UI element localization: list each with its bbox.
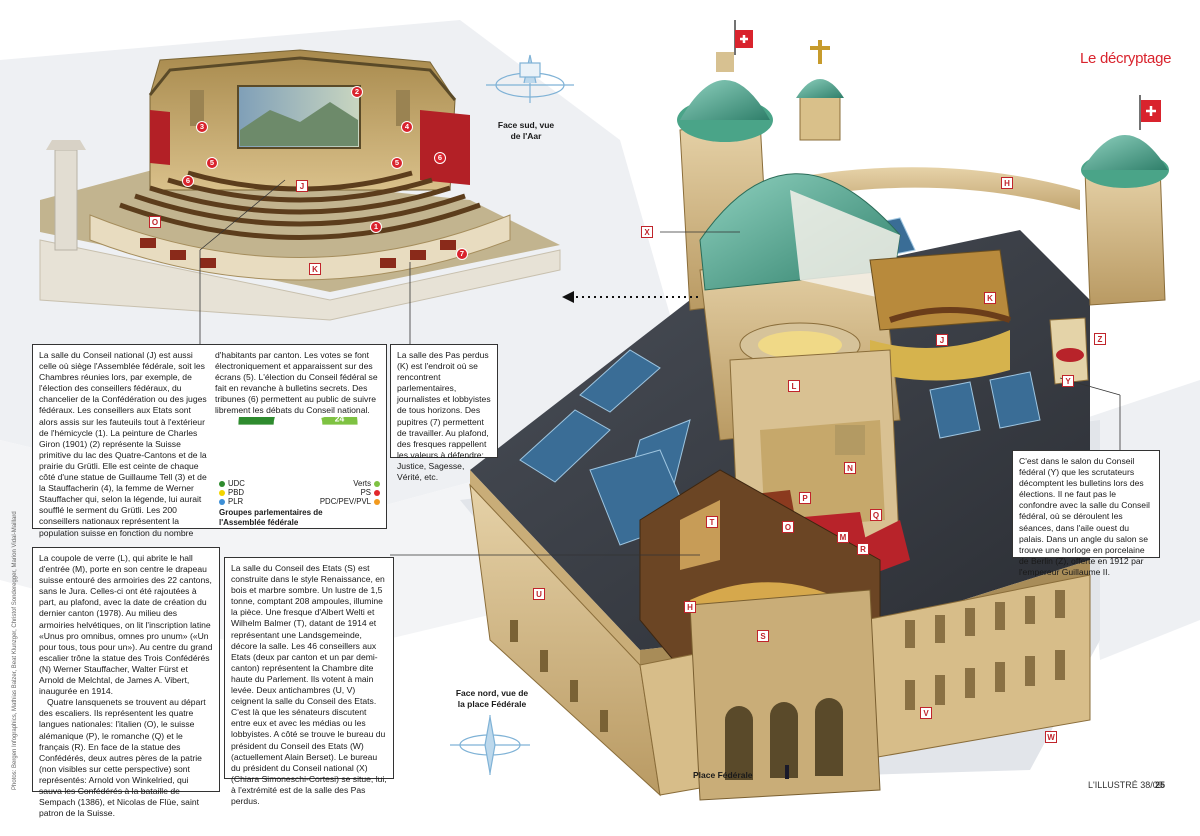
marker-hall-1: 1: [370, 221, 382, 233]
marker-T: T: [706, 516, 718, 528]
box-conseil-national-col1: La salle du Conseil national (J) est aus…: [39, 350, 207, 538]
seat-chart: 6547525124: [237, 417, 359, 426]
seat-value-verts: 24: [335, 417, 345, 424]
legend-ps: PS: [361, 488, 380, 498]
view-label-south: Face sud, vue de l'Aar: [497, 120, 555, 141]
box-conseil-etats-text: La salle du Conseil des Etats (S) est co…: [231, 563, 387, 806]
marker-S: S: [757, 630, 769, 642]
marker-L: L: [788, 380, 800, 392]
marker-Q: Q: [870, 509, 882, 521]
marker-hall-J: J: [296, 180, 308, 192]
seat-slice-udc: [237, 417, 276, 426]
seat-slice-verts: [320, 417, 359, 426]
marker-M: M: [837, 531, 849, 543]
legend-ps-label: PS: [360, 488, 371, 497]
footer-magazine: L'ILLUSTRÉ 38/09: [1088, 780, 1163, 790]
legend-pdc-label: PDC/PEV/PVL: [319, 497, 371, 506]
marker-V: V: [920, 707, 932, 719]
marker-Z: Z: [1094, 333, 1106, 345]
legend-udc: UDC: [219, 479, 245, 489]
box-pas-perdus-text: La salle des Pas perdus (K) est l'endroi…: [397, 350, 491, 483]
legend-plr-swatch: [219, 499, 225, 505]
marker-W: W: [1045, 731, 1057, 743]
box-pas-perdus: La salle des Pas perdus (K) est l'endroi…: [390, 344, 498, 482]
place-label: Place Fédérale: [693, 770, 753, 780]
box-conseil-etats: La salle du Conseil des Etats (S) est co…: [224, 557, 394, 806]
view-label-north: Face nord, vue de la place Fédérale: [455, 688, 529, 709]
marker-hall-5a: 5: [206, 157, 218, 169]
legend-verts-label: Verts: [353, 479, 371, 488]
box-salon: C'est dans le salon du Conseil fédéral (…: [1012, 450, 1160, 577]
marker-X: X: [641, 226, 653, 238]
page-title: Le décryptage: [1080, 50, 1172, 67]
legend-pdc-swatch: [374, 499, 380, 505]
legend-udc-swatch: [219, 481, 225, 487]
marker-Y: Y: [1062, 375, 1074, 387]
box-salon-text: C'est dans le salon du Conseil fédéral (…: [1019, 456, 1150, 577]
marker-P: P: [799, 492, 811, 504]
legend-ps-swatch: [374, 490, 380, 496]
legend-udc-label: UDC: [228, 479, 245, 488]
marker-hall-K: K: [309, 263, 321, 275]
legend-pdc: PDC/PEV/PVL: [320, 497, 380, 507]
marker-N: N: [844, 462, 856, 474]
marker-hall-3: 3: [196, 121, 208, 133]
box-coupole-text-2: Quatre lansquenets se trouvent au départ…: [39, 697, 206, 819]
marker-hall-O: O: [149, 216, 161, 228]
box-coupole: La coupole de verre (L), qui abrite le h…: [32, 547, 220, 818]
box-conseil-national: La salle du Conseil national (J) est aus…: [32, 344, 387, 538]
seat-chart-donut: 6547525124: [237, 417, 359, 426]
legend-plr: PLR: [219, 497, 243, 507]
legend-verts-swatch: [374, 481, 380, 487]
marker-R: R: [857, 543, 869, 555]
marker-hall-5b: 5: [391, 157, 403, 169]
marker-U: U: [533, 588, 545, 600]
seat-chart-title: Groupes parlementaires de l'Assemblée fé…: [219, 508, 323, 527]
marker-K: K: [984, 292, 996, 304]
marker-J: J: [936, 334, 948, 346]
box-coupole-text-1: La coupole de verre (L), qui abrite le h…: [39, 553, 213, 697]
box-conseil-national-col2: d'habitants par canton. Les votes se fon…: [215, 350, 378, 416]
marker-hall-7: 7: [456, 248, 468, 260]
legend-pbd: PBD: [219, 488, 244, 498]
legend-verts: Verts: [353, 479, 380, 489]
legend-pbd-swatch: [219, 490, 225, 496]
marker-hall-2: 2: [351, 86, 363, 98]
legend-plr-label: PLR: [228, 497, 244, 506]
marker-hall-6b: 6: [434, 152, 446, 164]
footer-page-number: 25: [1155, 780, 1166, 790]
marker-hall-4: 4: [401, 121, 413, 133]
photo-credits-text: Photos: Bergen Infographics, Mathias Bal…: [12, 511, 18, 790]
photo-credits: Photos: Bergen Infographics, Mathias Bal…: [12, 511, 22, 790]
marker-O: O: [782, 521, 794, 533]
marker-hall-6a: 6: [182, 175, 194, 187]
marker-H-top: H: [1001, 177, 1013, 189]
legend-pbd-label: PBD: [228, 488, 245, 497]
marker-H-bottom: H: [684, 601, 696, 613]
